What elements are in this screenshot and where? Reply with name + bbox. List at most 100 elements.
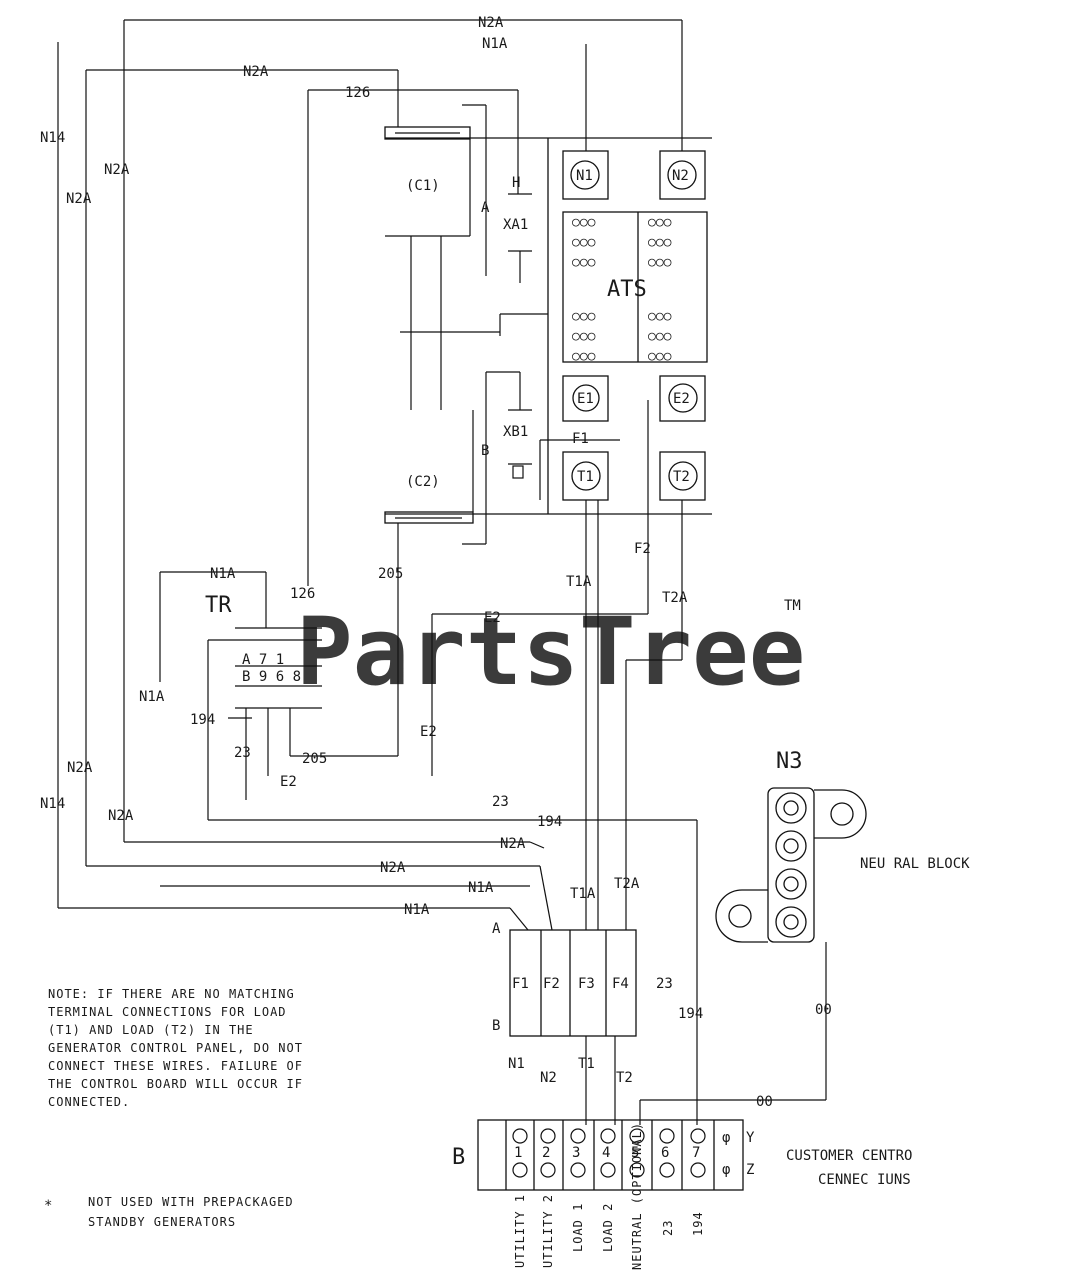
svg-text:194: 194 — [537, 814, 562, 830]
svg-text:E1: E1 — [577, 391, 594, 407]
svg-text:2: 2 — [542, 1145, 550, 1161]
ats-contact-dots: ○○○○○○ ○○○○○○ ○○○○○○ ○○○○○○ ○○○○○○ ○○○○○… — [572, 215, 672, 364]
svg-text:UTILITY 2: UTILITY 2 — [541, 1194, 555, 1268]
svg-text:(T1) AND LOAD (T2) IN THE: (T1) AND LOAD (T2) IN THE — [48, 1023, 254, 1037]
svg-text:F2: F2 — [634, 541, 651, 557]
svg-text:N2A: N2A — [243, 64, 269, 80]
svg-text:F2: F2 — [543, 976, 560, 992]
watermark-text: PartsTree — [296, 598, 805, 707]
lower-n-wires: N2A N14 N2A N2A N2A N1A N1A — [40, 760, 553, 931]
switch-xa1: A H XA1 — [481, 90, 532, 283]
terminal-labels: UTILITY 1 UTILITY 2 LOAD 1 LOAD 2 NEUTRA… — [513, 1122, 705, 1270]
note-block: NOTE: IF THERE ARE NO MATCHING TERMINAL … — [48, 987, 303, 1109]
svg-text:Z: Z — [746, 1162, 754, 1178]
svg-text:N1A: N1A — [139, 689, 165, 705]
svg-text:○○○: ○○○ — [572, 329, 596, 344]
svg-text:○○○: ○○○ — [648, 215, 672, 230]
svg-text:XB1: XB1 — [503, 424, 528, 440]
svg-text:B: B — [452, 1145, 465, 1170]
svg-text:N1: N1 — [576, 168, 593, 184]
svg-text:φ: φ — [722, 1130, 730, 1146]
svg-text:7: 7 — [692, 1145, 700, 1161]
svg-text:T2: T2 — [673, 469, 690, 485]
svg-text:NEUTRAL (OPTIONAL): NEUTRAL (OPTIONAL) — [630, 1122, 644, 1270]
svg-text:φ: φ — [722, 1162, 730, 1178]
ats-frame: ATS ○○○○○○ ○○○○○○ ○○○○○○ ○○○○○○ ○○○○○○ ○… — [385, 137, 712, 515]
svg-text:23: 23 — [492, 794, 509, 810]
svg-text:○○○: ○○○ — [648, 309, 672, 324]
svg-text:STANDBY GENERATORS: STANDBY GENERATORS — [88, 1215, 236, 1229]
svg-text:A: A — [492, 921, 501, 937]
svg-text:F1: F1 — [512, 976, 529, 992]
svg-text:UTILITY 1: UTILITY 1 — [513, 1194, 527, 1268]
top-wires: N2A N1A N2A 126 N14 N2A N2A — [40, 15, 683, 908]
svg-text:B 9 6 8: B 9 6 8 — [242, 669, 301, 685]
svg-text:N1A: N1A — [482, 36, 508, 52]
svg-text:F1: F1 — [572, 431, 589, 447]
svg-text:E2: E2 — [420, 724, 437, 740]
svg-text:6: 6 — [661, 1145, 669, 1161]
svg-text:CENNEC IUNS: CENNEC IUNS — [818, 1172, 911, 1188]
svg-text:(C1): (C1) — [406, 178, 440, 194]
svg-text:T2A: T2A — [662, 590, 688, 606]
svg-text:N1A: N1A — [468, 880, 494, 896]
svg-text:NOT USED WITH PREPACKAGED: NOT USED WITH PREPACKAGED — [88, 1195, 294, 1209]
svg-text:T2A: T2A — [614, 876, 640, 892]
svg-text:○○○: ○○○ — [572, 215, 596, 230]
customer-terminal-strip: B 1 2 3 4 5 6 7 φ φ Y Z CUSTOMER CENTRO … — [452, 1119, 912, 1191]
svg-text:N14: N14 — [40, 130, 65, 146]
svg-text:N2A: N2A — [500, 836, 526, 852]
svg-text:F4: F4 — [612, 976, 629, 992]
svg-text:194: 194 — [190, 712, 215, 728]
ats-label: ATS — [607, 277, 647, 302]
transformer-tr: TR N1A 126 A 7 1 B 9 6 8 N1A 194 23 E2 2… — [139, 523, 403, 800]
svg-text:XA1: XA1 — [503, 217, 528, 233]
svg-text:N1A: N1A — [404, 902, 430, 918]
svg-text:T1A: T1A — [566, 574, 592, 590]
svg-text:5: 5 — [631, 1145, 639, 1161]
svg-text:B: B — [492, 1018, 500, 1034]
svg-text:205: 205 — [378, 566, 403, 582]
svg-text:126: 126 — [290, 586, 315, 602]
svg-text:TR: TR — [205, 593, 232, 618]
svg-text:N2A: N2A — [108, 808, 134, 824]
svg-text:194: 194 — [678, 1006, 703, 1022]
switch-xb1: B XB1 F1 — [462, 371, 620, 545]
terminal-e2: E2 — [659, 375, 706, 422]
svg-text:N14: N14 — [40, 796, 65, 812]
svg-text:23: 23 — [656, 976, 673, 992]
svg-text:205: 205 — [302, 751, 327, 767]
svg-text:○○○: ○○○ — [648, 349, 672, 364]
svg-text:23: 23 — [661, 1220, 675, 1236]
svg-text:T1A: T1A — [570, 886, 596, 902]
svg-text:*: * — [44, 1198, 52, 1214]
svg-text:00: 00 — [815, 1002, 832, 1018]
svg-text:(C2): (C2) — [406, 474, 440, 490]
svg-text:00: 00 — [756, 1094, 773, 1110]
svg-text:○○○: ○○○ — [648, 329, 672, 344]
svg-text:H: H — [512, 175, 520, 191]
svg-text:A: A — [481, 200, 490, 216]
svg-text:194: 194 — [691, 1211, 705, 1236]
svg-text:TERMINAL CONNECTIONS FOR LOAD: TERMINAL CONNECTIONS FOR LOAD — [48, 1005, 287, 1019]
watermark-tm: TM — [784, 598, 801, 614]
terminal-e1: E1 — [562, 375, 609, 422]
svg-text:○○○: ○○○ — [572, 235, 596, 250]
svg-text:Y: Y — [746, 1130, 755, 1146]
svg-text:○○○: ○○○ — [572, 255, 596, 270]
svg-text:E2: E2 — [673, 391, 690, 407]
svg-text:23: 23 — [234, 745, 251, 761]
svg-text:B: B — [481, 443, 489, 459]
svg-text:NEU RAL BLOCK: NEU RAL BLOCK — [860, 856, 970, 872]
svg-text:THE CONTROL BOARD WILL OCCUR I: THE CONTROL BOARD WILL OCCUR IF — [48, 1077, 303, 1091]
terminal-n2: N2 — [659, 150, 706, 200]
svg-text:LOAD 1: LOAD 1 — [571, 1203, 585, 1252]
star-note: * NOT USED WITH PREPACKAGED STANDBY GENE… — [44, 1195, 294, 1229]
svg-text:N3: N3 — [776, 749, 803, 774]
svg-text:N2A: N2A — [67, 760, 93, 776]
svg-text:N2A: N2A — [478, 15, 504, 31]
fuse-block: A B F1 F2 F3 F4 23 194 N1 N2 T1 T2 — [492, 921, 703, 1125]
svg-text:○○○: ○○○ — [572, 309, 596, 324]
svg-text:E2: E2 — [484, 610, 501, 626]
